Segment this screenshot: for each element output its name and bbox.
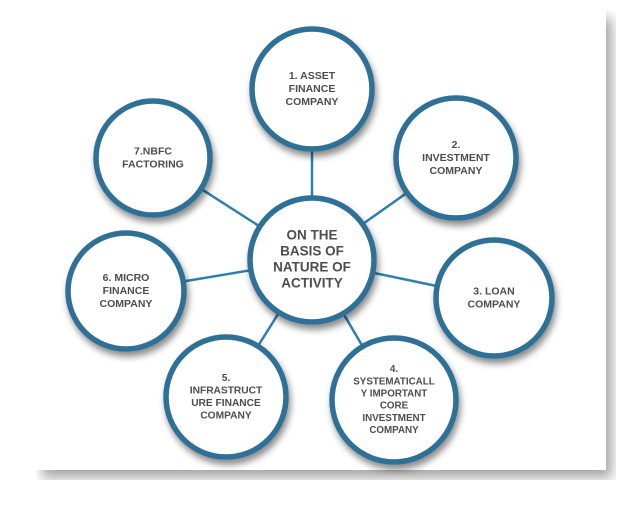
node-1-circle — [249, 26, 375, 152]
node-4-label-line: SYSTEMATICALL — [353, 376, 434, 387]
connector-5 — [256, 311, 281, 347]
node-1-label-line: FINANCE — [289, 83, 336, 95]
connector-2 — [361, 191, 408, 226]
node-5-circle — [163, 334, 289, 460]
node-5-label-line: URE FINANCE — [191, 398, 261, 409]
node-5-label-line: COMPANY — [200, 411, 252, 422]
center-node-circle — [247, 195, 377, 325]
node-1-label-line: 1. ASSET — [289, 70, 336, 82]
node-4-label-line: COMPANY — [369, 425, 419, 436]
node-5-label-line: 5. — [222, 373, 231, 384]
node-3-label-line: 3. LOAN — [473, 285, 514, 297]
node-6-label-line: COMPANY — [100, 298, 153, 310]
center-node-label-line: NATURE OF — [273, 260, 351, 275]
nodes-layer: 1. ASSETFINANCECOMPANY2.INVESTMENTCOMPAN… — [65, 26, 555, 465]
connector-4 — [342, 312, 364, 348]
node-2-label-line: 2. — [452, 139, 461, 151]
node-2-circle — [393, 95, 519, 221]
center-node-label-line: BASIS OF — [280, 244, 344, 259]
node-1-label-line: COMPANY — [286, 96, 339, 108]
node-6-circle — [65, 230, 187, 352]
center-node-label-line: ACTIVITY — [281, 276, 343, 291]
node-4-label-line: INVESTMENT — [362, 413, 425, 424]
node-6-label-line: FINANCE — [103, 285, 150, 297]
node-2-label-line: INVESTMENT — [422, 152, 490, 164]
node-5: 5.INFRASTRUCT URE FINANCE COMPANY — [163, 334, 289, 460]
node-7-label-line: 7.NBFC — [134, 145, 172, 157]
node-7-label-line: FACTORING — [122, 158, 184, 170]
node-6-label-line: 6. MICRO — [103, 272, 150, 284]
connectors — [183, 149, 438, 348]
connector-6 — [183, 268, 252, 283]
node-4-circle — [329, 335, 459, 465]
connector-7 — [200, 187, 261, 228]
center-node-label-line: ON THE — [286, 228, 337, 243]
node-5-label-line: INFRASTRUCT — [190, 385, 263, 396]
node-3-label-line: COMPANY — [468, 298, 521, 310]
node-3-circle — [433, 237, 555, 359]
node-4-label-line: 4. — [390, 364, 398, 375]
activity-type-diagram: 1. ASSETFINANCECOMPANY2.INVESTMENTCOMPAN… — [36, 10, 606, 470]
node-4-label-line: Y IMPORTANT — [361, 388, 428, 399]
node-2-label-line: COMPANY — [430, 165, 483, 177]
node-7-circle — [93, 98, 213, 218]
connector-3 — [372, 271, 438, 288]
node-4-label-line: CORE — [380, 401, 409, 412]
